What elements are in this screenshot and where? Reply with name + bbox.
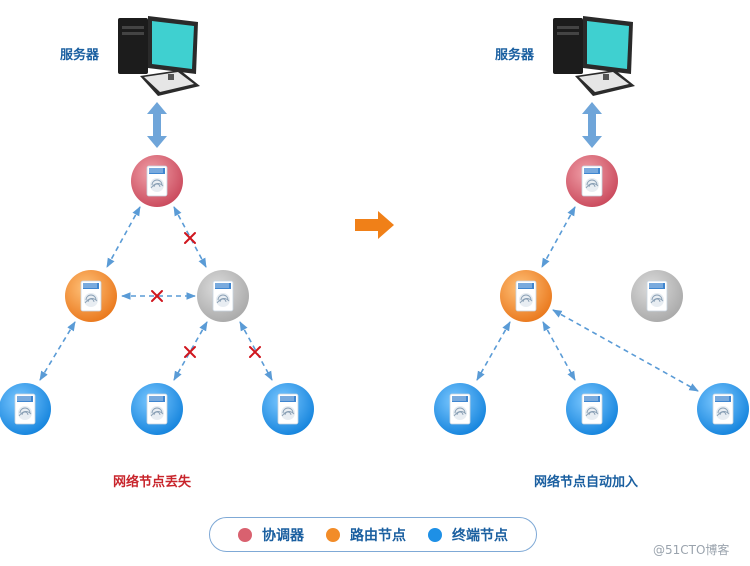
terminal-dot-icon: [428, 527, 442, 542]
watermark: @51CTO博客: [653, 543, 730, 557]
link-lost-terminal2-left: [173, 321, 208, 381]
coordinator-node-left: [131, 155, 183, 207]
coordinator-node-right: [566, 155, 618, 207]
server-label-left: 服务器: [60, 48, 100, 63]
link-router-terminal1-left: [39, 321, 76, 381]
terminal-node-left-1: [0, 383, 51, 435]
server-label-right: 服务器: [495, 48, 535, 63]
router-dot-icon: [326, 527, 340, 542]
legend: 协调器 路由节点 终端节点: [209, 517, 537, 552]
legend-label: 路由节点: [350, 527, 406, 544]
link-coordinator-router-right: [541, 206, 576, 268]
terminal-node-right-2: [566, 383, 618, 435]
broken-link-mark: [249, 346, 261, 358]
legend-label: 终端节点: [452, 527, 508, 544]
server-link-arrow-right: [582, 102, 602, 148]
server-computer-icon-right: [553, 16, 635, 96]
coordinator-dot-icon: [238, 527, 252, 542]
link-router-terminal2-right: [542, 321, 576, 381]
legend-item-terminal: 终端节点: [428, 525, 508, 545]
link-router-terminal3-right: [552, 309, 699, 392]
broken-link-mark: [151, 290, 163, 302]
legend-label: 协调器: [262, 527, 304, 544]
broken-link-mark: [184, 232, 196, 244]
router-node-left: [65, 270, 117, 322]
lost-node-right: [631, 270, 683, 322]
broken-link-mark: [184, 346, 196, 358]
lost-node-left: [197, 270, 249, 322]
terminal-node-left-2: [131, 383, 183, 435]
terminal-node-right-1: [434, 383, 486, 435]
server-link-arrow-left: [147, 102, 167, 148]
caption-node-lost: 网络节点丢失: [113, 475, 192, 490]
legend-item-router: 路由节点: [326, 525, 406, 545]
terminal-node-left-3: [262, 383, 314, 435]
link-coordinator-router-left: [106, 206, 141, 268]
link-lost-terminal3-left: [239, 321, 273, 381]
transition-arrow: [355, 211, 394, 239]
router-node-right: [500, 270, 552, 322]
link-router-terminal1-right: [476, 321, 511, 381]
link-coordinator-lost-left: [173, 206, 207, 268]
terminal-node-right-3: [697, 383, 749, 435]
legend-item-coordinator: 协调器: [238, 525, 304, 545]
server-computer-icon-left: [118, 16, 200, 96]
caption-node-auto-join: 网络节点自动加入: [534, 475, 639, 490]
